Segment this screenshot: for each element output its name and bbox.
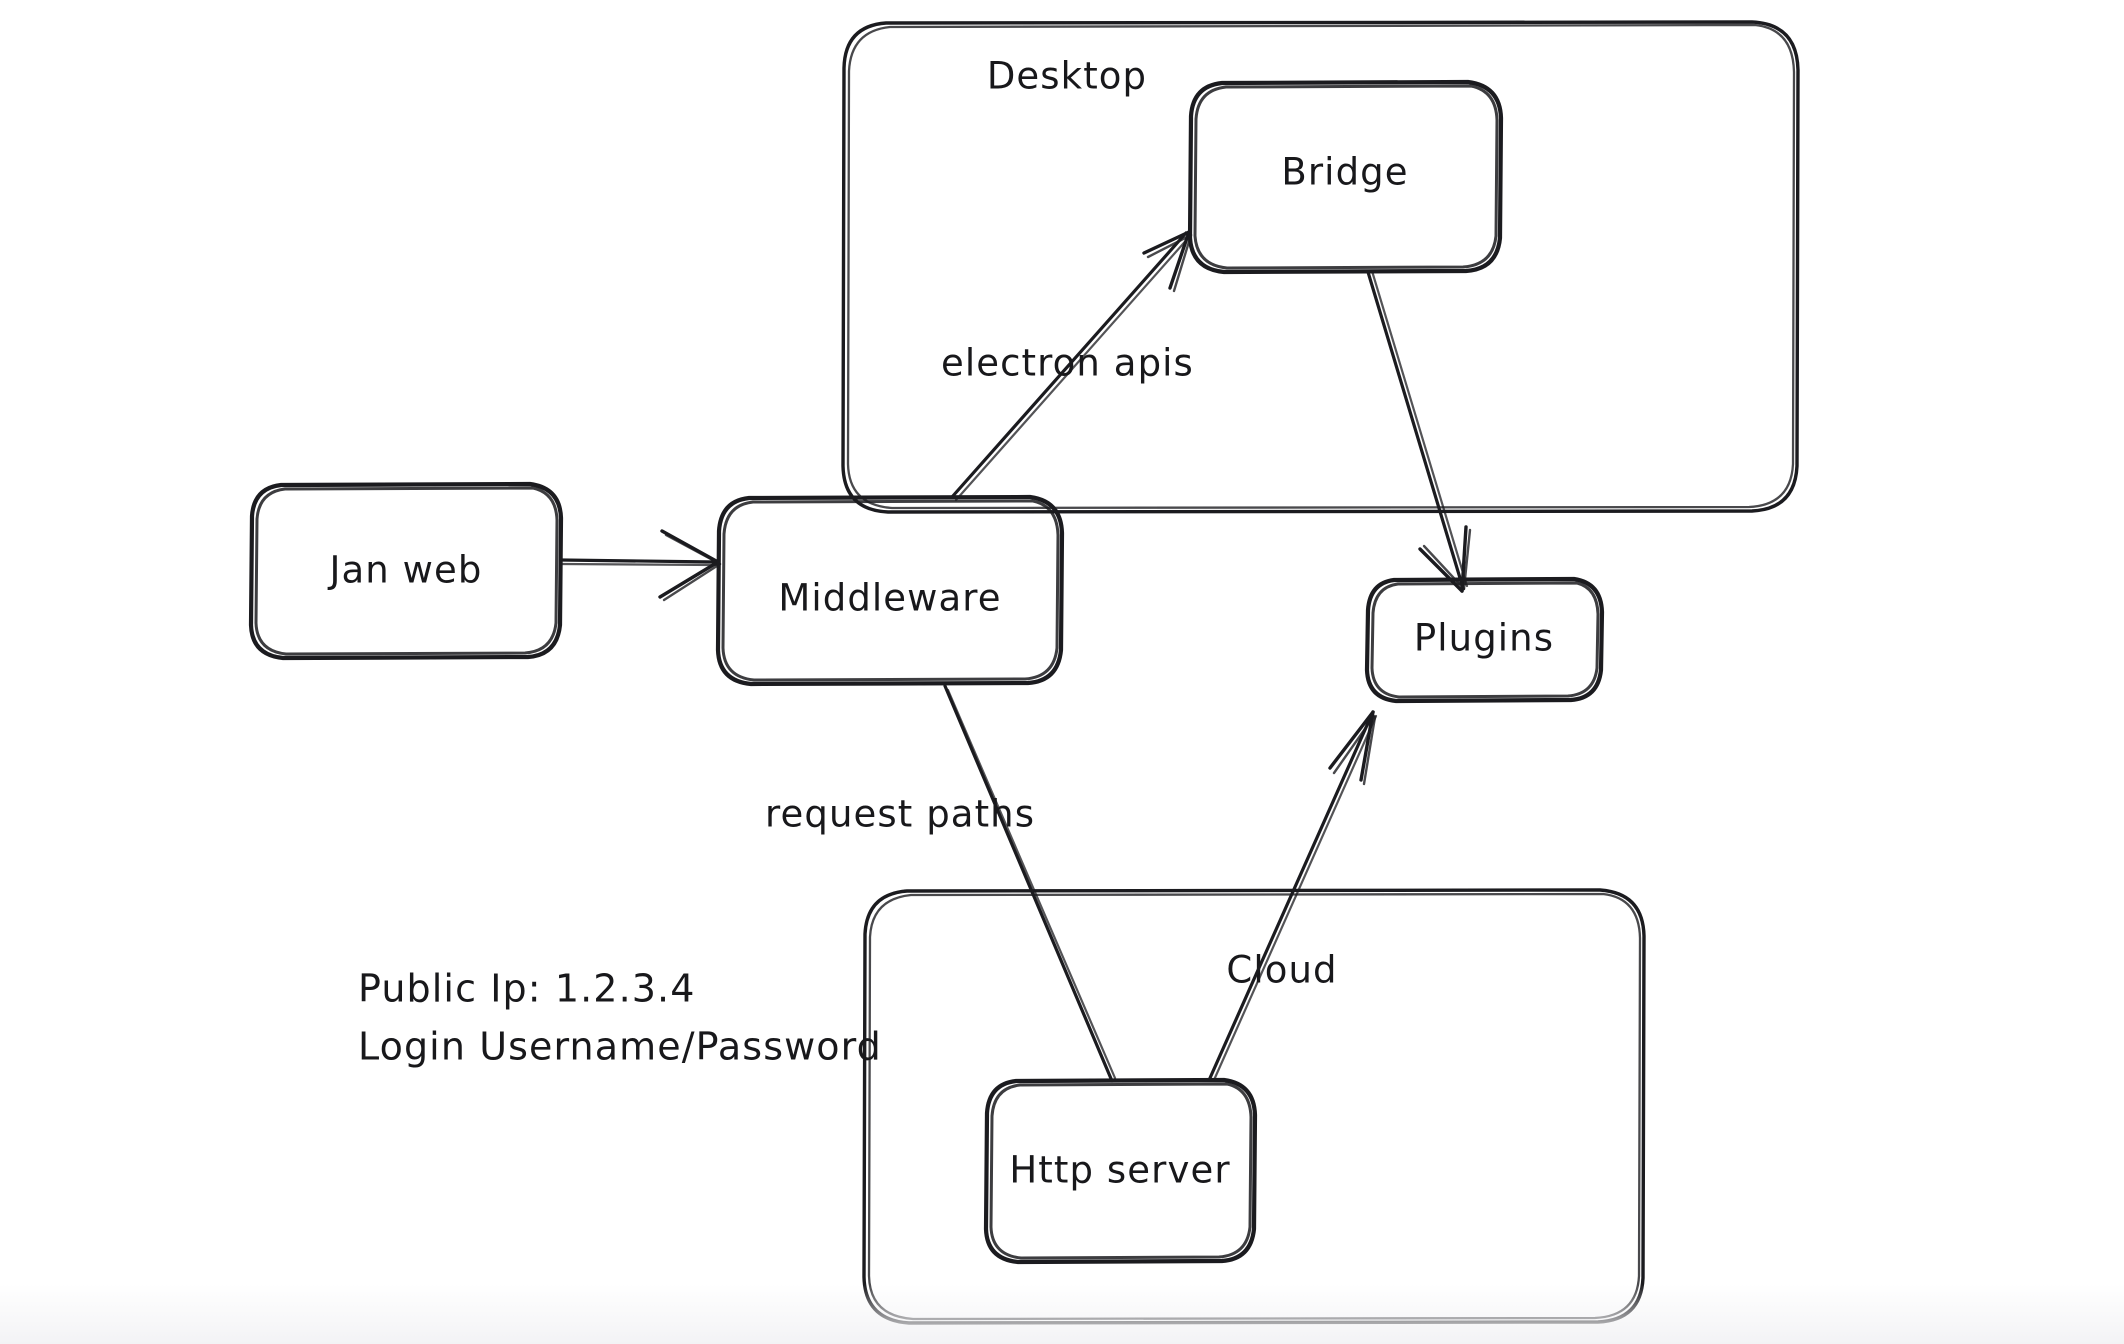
node-jan-web[interactable]: Jan web — [248, 481, 564, 661]
node-bridge-label: Bridge — [1281, 151, 1408, 194]
node-http-server-label: Http server — [1009, 1149, 1230, 1192]
node-plugins-label: Plugins — [1414, 617, 1554, 660]
node-jan-web-label: Jan web — [327, 549, 482, 592]
note-login-credentials: Login Username/Password — [358, 1025, 882, 1069]
node-middleware[interactable]: Middleware — [715, 494, 1065, 687]
node-middleware-label: Middleware — [778, 577, 1001, 620]
group-desktop-label: Desktop — [987, 55, 1147, 98]
edge-http-server-plugins[interactable] — [1208, 710, 1378, 1082]
edge-middleware-http-server[interactable]: request paths — [765, 684, 1117, 1083]
edge-bridge-plugins[interactable] — [1366, 269, 1472, 593]
edge-jan-web-middleware[interactable] — [559, 529, 722, 602]
notes-block: Public Ip: 1.2.3.4 Login Username/Passwo… — [358, 967, 882, 1069]
note-public-ip: Public Ip: 1.2.3.4 — [358, 967, 696, 1011]
group-desktop[interactable]: Desktop — [841, 20, 1800, 514]
node-http-server[interactable]: Http server — [983, 1077, 1258, 1265]
group-cloud-label: Cloud — [1226, 949, 1337, 992]
node-bridge[interactable]: Bridge — [1187, 79, 1504, 275]
edge-label-electron-apis: electron apis — [941, 342, 1194, 385]
edge-middleware-bridge[interactable]: electron apis — [941, 230, 1194, 502]
node-plugins[interactable]: Plugins — [1364, 576, 1605, 704]
edge-label-request-paths: request paths — [765, 793, 1035, 836]
